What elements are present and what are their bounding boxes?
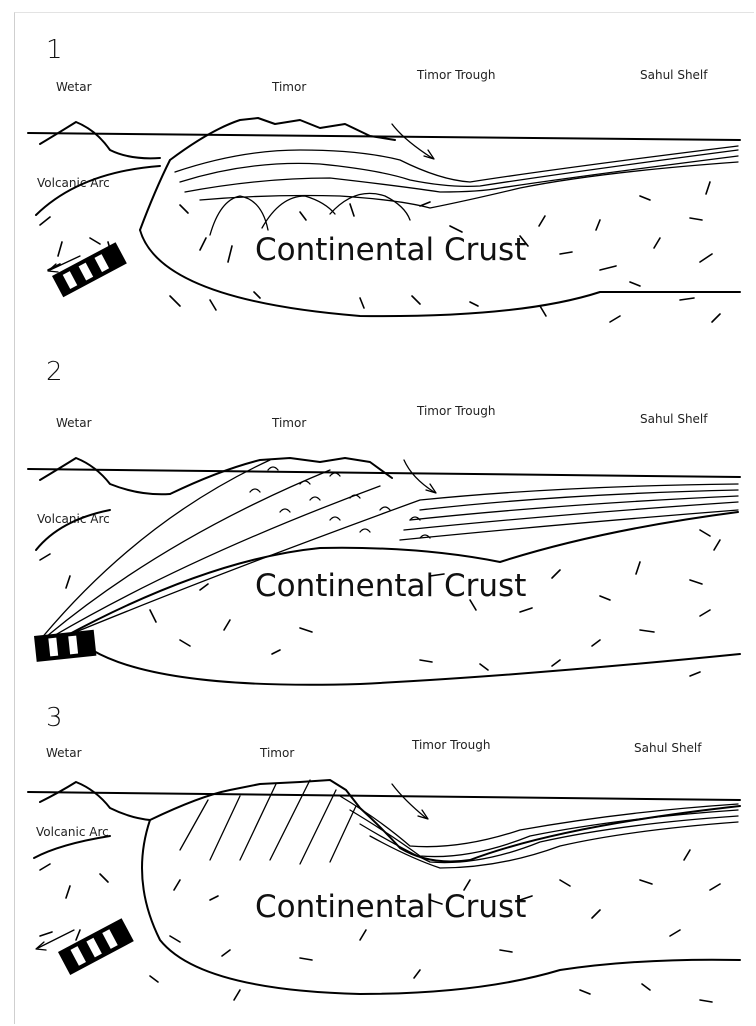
label-timor: Timor bbox=[271, 80, 306, 94]
sediment-layer bbox=[360, 816, 738, 863]
trough-flow-arrow bbox=[392, 784, 426, 818]
panel-number: 1 bbox=[46, 35, 63, 65]
label-wetar: Wetar bbox=[56, 416, 92, 430]
slab-motion-arrow bbox=[38, 930, 74, 948]
subducting-slab bbox=[58, 918, 134, 975]
volcanic-arc-peak bbox=[40, 122, 160, 158]
label-timor: Timor bbox=[271, 416, 306, 430]
arrow-head bbox=[424, 150, 434, 159]
label-wetar: Wetar bbox=[46, 746, 82, 760]
panel-number: 3 bbox=[46, 703, 63, 733]
fold-marks bbox=[250, 467, 430, 538]
label-sahul-shelf: Sahul Shelf bbox=[634, 741, 702, 755]
thrust-fault bbox=[40, 486, 380, 644]
thrust-fault bbox=[40, 460, 270, 640]
sediment-layer bbox=[370, 822, 738, 868]
arc-lobe bbox=[36, 166, 160, 215]
sediment-layer bbox=[410, 496, 738, 520]
label-wetar: Wetar bbox=[56, 80, 92, 94]
panel-1: 1 Wetar Timor Timor Trough Sahul Shelf V… bbox=[28, 35, 740, 322]
label-continental-crust: Continental Crust bbox=[255, 889, 526, 925]
label-timor: Timor bbox=[259, 746, 294, 760]
panel-2: 2 Wetar Timor Timor Trough Sahul Shelf V… bbox=[28, 357, 740, 685]
label-sahul-shelf: Sahul Shelf bbox=[640, 412, 708, 426]
deformation-fold bbox=[210, 196, 268, 235]
sediment-layer bbox=[350, 810, 738, 857]
subduction-fault bbox=[140, 160, 170, 230]
sediment-layer bbox=[175, 146, 738, 182]
timor-mountain bbox=[150, 780, 740, 862]
trough-flow-arrow bbox=[404, 460, 434, 492]
label-timor-trough: Timor Trough bbox=[411, 738, 490, 752]
label-sahul-shelf: Sahul Shelf bbox=[640, 68, 708, 82]
thrust-fault bbox=[42, 484, 738, 646]
trough-flow-arrow bbox=[392, 124, 432, 158]
arrow-head bbox=[418, 810, 428, 819]
panel-3: 3 Wetar Timor Timor Trough Sahul Shelf V… bbox=[28, 703, 740, 1002]
volcanic-arc-peak bbox=[40, 782, 150, 820]
thrust-fault bbox=[40, 470, 330, 642]
panel-number: 2 bbox=[46, 357, 63, 387]
label-continental-crust: Continental Crust bbox=[255, 568, 526, 604]
label-volcanic-arc: Volcanic Arc bbox=[36, 825, 109, 839]
deformation-fold bbox=[330, 193, 410, 220]
subducting-slab bbox=[34, 630, 96, 662]
internal-faults bbox=[180, 780, 356, 864]
label-timor-trough: Timor Trough bbox=[416, 404, 495, 418]
deformation-fold bbox=[262, 196, 335, 228]
timor-mountain bbox=[170, 458, 392, 494]
subducting-slab bbox=[52, 242, 127, 297]
arc-lobe bbox=[34, 836, 110, 858]
crust-outline bbox=[92, 650, 740, 685]
sea-level-line bbox=[28, 792, 740, 800]
label-continental-crust: Continental Crust bbox=[255, 232, 526, 268]
volcanic-arc-peak bbox=[40, 458, 170, 494]
arrow-head bbox=[426, 484, 436, 493]
label-timor-trough: Timor Trough bbox=[416, 68, 495, 82]
label-volcanic-arc: Volcanic Arc bbox=[37, 512, 110, 526]
sediment-layer bbox=[420, 490, 738, 510]
sediment-layer bbox=[200, 162, 738, 208]
